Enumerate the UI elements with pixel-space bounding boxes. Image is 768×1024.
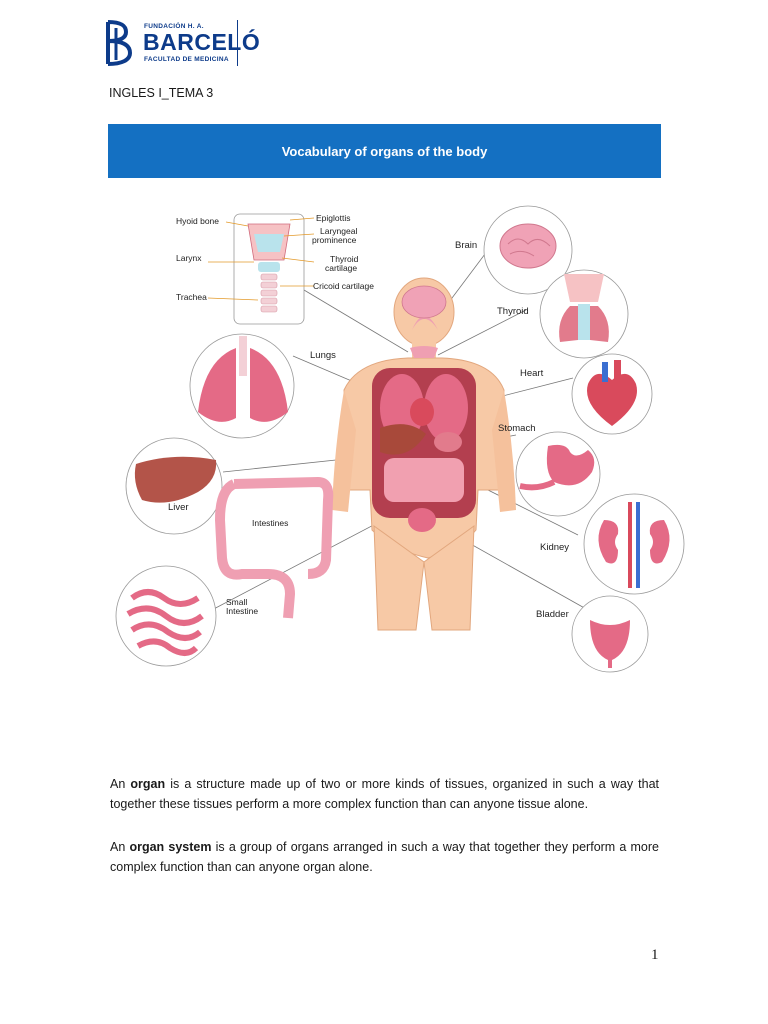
lungs-icon [198, 348, 236, 422]
paragraph-organ-system: An organ system is a group of organs arr… [110, 839, 660, 874]
title-banner: Vocabulary of organs of the body [108, 124, 661, 178]
banner-title: Vocabulary of organs of the body [281, 143, 488, 159]
label-liver: Liver [168, 502, 189, 513]
logo: FUNDACIÓN H. A. BARCELÓ FACULTAD DE MEDI… [104, 18, 260, 70]
label-small-intestine-2: Intestine [226, 606, 258, 616]
label-thyroid: Thyroid [497, 306, 529, 317]
term-organ: organ [130, 776, 166, 791]
label-bladder: Bladder [536, 609, 569, 620]
label-lungs: Lungs [310, 350, 336, 361]
label-larynx: Larynx [176, 253, 202, 263]
heart-icon [587, 373, 637, 426]
label-heart: Heart [520, 368, 544, 379]
logo-divider [237, 20, 238, 66]
label-thyroid-cartilage-2: cartilage [325, 263, 357, 273]
small-intestine-icon [126, 589, 204, 656]
thyroid-icon [559, 306, 609, 342]
label-intestines: Intestines [252, 518, 288, 528]
logo-line-1: FUNDACIÓN H. A. [144, 23, 204, 30]
document-code: INGLES I_TEMA 3 [109, 86, 214, 100]
brain-icon [499, 223, 557, 269]
human-torso [332, 277, 516, 631]
label-thyroid-cartilage-1: Thyroid [330, 254, 359, 264]
barcelo-logo-mark [106, 20, 133, 66]
paragraph-organ: An organ is a structure made up of two o… [110, 776, 660, 811]
liver-icon [134, 456, 217, 503]
stomach-icon [546, 444, 595, 486]
label-cricoid: Cricoid cartilage [313, 281, 374, 291]
term-organ-system: organ system [129, 839, 212, 854]
label-small-intestine-1: Small [226, 597, 247, 607]
kidney-circle [583, 493, 685, 595]
kidney-icon [598, 520, 619, 564]
label-epiglottis: Epiglottis [316, 213, 351, 223]
label-stomach: Stomach [498, 423, 536, 434]
logo-line-2: BARCELÓ [143, 29, 261, 55]
organs-illustration: Hyoid bone Epiglottis Laryngeal prominen… [115, 205, 685, 673]
label-hyoid-bone: Hyoid bone [176, 216, 219, 226]
intestines-icon [214, 476, 334, 619]
label-laryngeal-2: prominence [312, 235, 357, 245]
bladder-icon [590, 620, 630, 668]
label-brain: Brain [455, 240, 477, 251]
label-kidney: Kidney [540, 542, 569, 553]
page-number: 1 [651, 947, 659, 963]
label-laryngeal-1: Laryngeal [320, 226, 357, 236]
label-trachea: Trachea [176, 292, 207, 302]
logo-line-3: FACULTAD DE MEDICINA [144, 56, 229, 63]
